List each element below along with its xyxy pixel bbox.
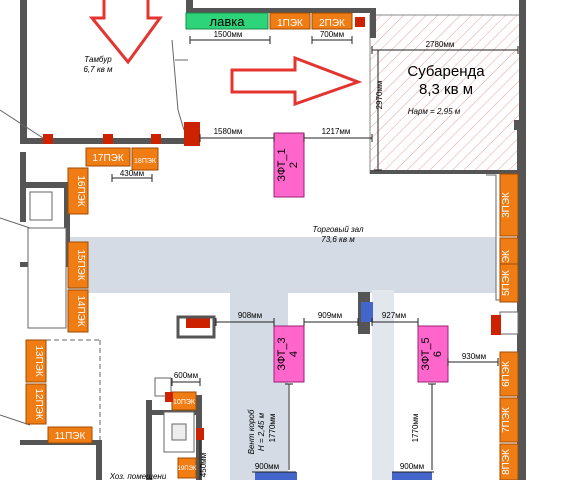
fixture-2[interactable]: [311, 12, 353, 30]
fixture-13[interactable]: [25, 339, 47, 383]
fixture-17[interactable]: [85, 147, 131, 167]
sockets: [43, 122, 501, 440]
column-3-name: ЗФТ_3: [276, 337, 288, 370]
fixture-8-label: 8ПЭК: [501, 449, 512, 475]
room-sublease-note: Нарм = 2,95 м: [408, 107, 461, 116]
column-1-num: 2: [288, 162, 300, 168]
fixture-18-label: 18ПЭК: [134, 158, 157, 165]
dim-927: 927мм: [382, 311, 406, 320]
bench-lavka-label: лавка: [210, 14, 246, 29]
dim-2780: 2780мм: [426, 40, 455, 49]
dim-930: 930мм: [462, 352, 486, 361]
fixture-3-label: 3ПЭК: [501, 192, 512, 218]
fixture-14-label: 14ПЭК: [75, 295, 86, 326]
fixture-14[interactable]: [67, 289, 89, 333]
column-5[interactable]: [417, 325, 449, 383]
fixture-3[interactable]: [499, 173, 519, 237]
column-1[interactable]: [273, 132, 305, 198]
fixture-7[interactable]: [499, 397, 519, 443]
room-vent-height: Н = 2,45 м: [257, 412, 266, 451]
dim-2970: 2970мм: [375, 81, 384, 110]
dim-1217: 1217мм: [322, 127, 351, 136]
dim-1770-b: 1770мм: [411, 414, 420, 443]
column-5-num: 6: [432, 351, 444, 357]
room-hall-area: 73,6 кв м: [321, 235, 355, 244]
dim-909: 909мм: [318, 311, 342, 320]
shelf-zone-mid: [230, 288, 288, 480]
fixture-19-label: 19ПЭК: [178, 466, 197, 472]
plan-lines: [0, 39, 519, 453]
fixture-16-label: 16ПЭК: [75, 175, 86, 206]
dimension-lines: [111, 36, 519, 480]
room-hall-name: Торговый зал: [312, 225, 364, 234]
fixture-15-label: 15ПЭК: [75, 249, 86, 280]
room-tambur-name: Тамбур: [84, 55, 112, 64]
fixture-2-label: 2ПЭК: [319, 18, 345, 29]
shelf-zone-top: [68, 237, 496, 293]
fixture-15[interactable]: [67, 241, 89, 289]
dim-1500: 1500мм: [214, 30, 243, 39]
room-tambur-area: 6,7 кв м: [83, 65, 113, 74]
fixture-12-label: 12ПЭК: [33, 388, 44, 419]
shelf-zone-right: [372, 290, 394, 480]
room-sublease-name: Субаренда: [407, 63, 485, 80]
fixture-16[interactable]: [67, 167, 89, 215]
dim-1580: 1580мм: [214, 127, 243, 136]
fixture-1[interactable]: [269, 12, 311, 30]
dim-900-b: 900мм: [400, 462, 424, 471]
fixture-8[interactable]: [499, 443, 519, 480]
column-5-name: ЗФТ_5: [420, 337, 432, 370]
fixture-12[interactable]: [25, 383, 47, 425]
sublease-arrow: [230, 55, 363, 107]
fixture-5[interactable]: [499, 263, 519, 303]
fixture-19[interactable]: [177, 457, 197, 479]
entrance-arrow-down: [88, 0, 163, 65]
room-utility-name: Хоз. помещени: [109, 472, 167, 480]
room-vent-name: Вент короб: [247, 409, 256, 454]
room-sublease-area: 8,3 кв м: [419, 81, 473, 98]
dim-450: 450мм: [199, 453, 208, 477]
dim-700: 700мм: [320, 30, 344, 39]
window-bottom-a: [255, 472, 297, 480]
socket-top: [355, 17, 365, 27]
fixture-7-label: 7ПЭК: [501, 407, 512, 433]
fixture-13-label: 13ПЭК: [33, 345, 44, 376]
fixture-5-label: 5ПЭК: [501, 270, 512, 296]
dim-430: 430мм: [120, 169, 144, 178]
dim-900-a: 900мм: [255, 462, 279, 471]
fixture-6-label: 6ПЭК: [501, 361, 512, 387]
dim-908: 908мм: [238, 311, 262, 320]
fixture-6[interactable]: [499, 351, 519, 397]
fixture-11-label: 11ПЭК: [55, 431, 86, 442]
bench-lavka[interactable]: [185, 12, 269, 30]
fixture-1-label: 1ПЭК: [277, 18, 303, 29]
dim-1770-a: 1770мм: [268, 414, 277, 443]
column-3[interactable]: [273, 325, 305, 383]
fixture-18[interactable]: [131, 147, 159, 171]
equipment-left[interactable]: [176, 315, 216, 339]
window-bottom-b: [392, 472, 432, 480]
equipment-center-blue: [361, 302, 373, 322]
sublease-area: [369, 14, 521, 174]
fixture-17-label: 17ПЭК: [92, 153, 123, 164]
column-3-num: 4: [288, 351, 300, 357]
fixture-10-label: 10ПЭК: [173, 399, 196, 406]
fixture-11[interactable]: [47, 426, 93, 444]
column-1-name: ЗФТ_1: [276, 148, 288, 181]
dim-600: 600мм: [174, 371, 198, 380]
fixture-4-label: 4ПЭК: [501, 250, 512, 276]
